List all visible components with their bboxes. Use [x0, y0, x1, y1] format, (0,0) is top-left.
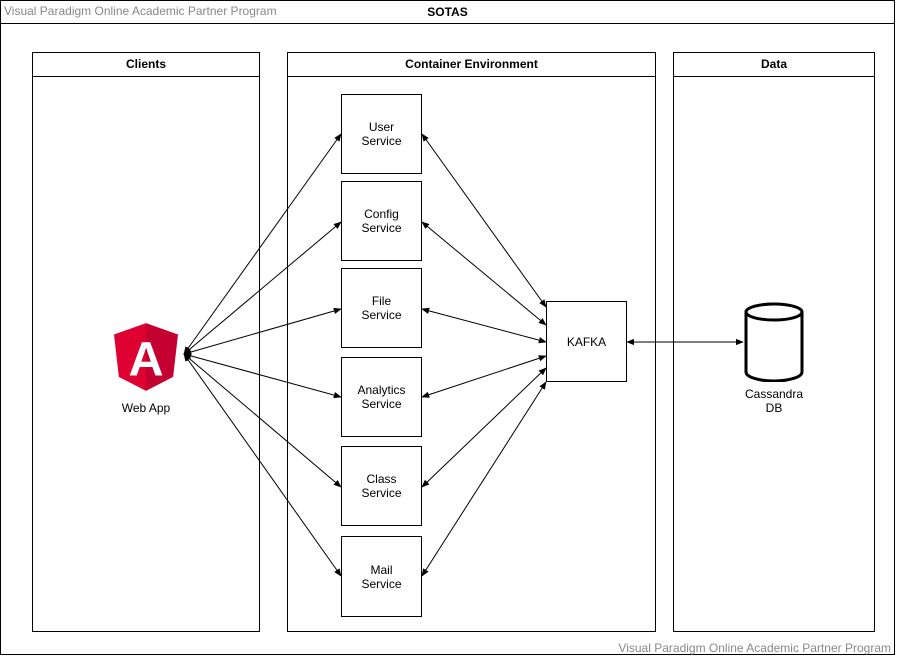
lane-clients-title: Clients — [33, 53, 259, 77]
watermark-top: Visual Paradigm Online Academic Partner … — [4, 4, 277, 18]
file-service-box[interactable]: File Service — [341, 268, 422, 348]
lane-container-title: Container Environment — [288, 53, 655, 77]
system-frame-header — [0, 0, 895, 24]
class-service-box[interactable]: Class Service — [341, 446, 422, 526]
user-service-box[interactable]: User Service — [341, 94, 422, 174]
kafka-box[interactable]: KAFKA — [546, 301, 627, 382]
angular-logo-letter: A — [128, 333, 163, 387]
analytics-service-box[interactable]: Analytics Service — [341, 357, 422, 437]
watermark-bottom: Visual Paradigm Online Academic Partner … — [618, 641, 891, 655]
cassandra-db-label: Cassandra DB — [744, 387, 804, 415]
cassandra-db-icon[interactable] — [743, 302, 805, 382]
angular-logo-icon[interactable]: A — [114, 323, 178, 391]
config-service-box[interactable]: Config Service — [341, 181, 422, 261]
diagram-title: SOTAS — [427, 5, 468, 19]
lane-data-title: Data — [674, 53, 874, 77]
web-app-label: Web App — [121, 401, 171, 415]
mail-service-box[interactable]: Mail Service — [341, 536, 422, 617]
